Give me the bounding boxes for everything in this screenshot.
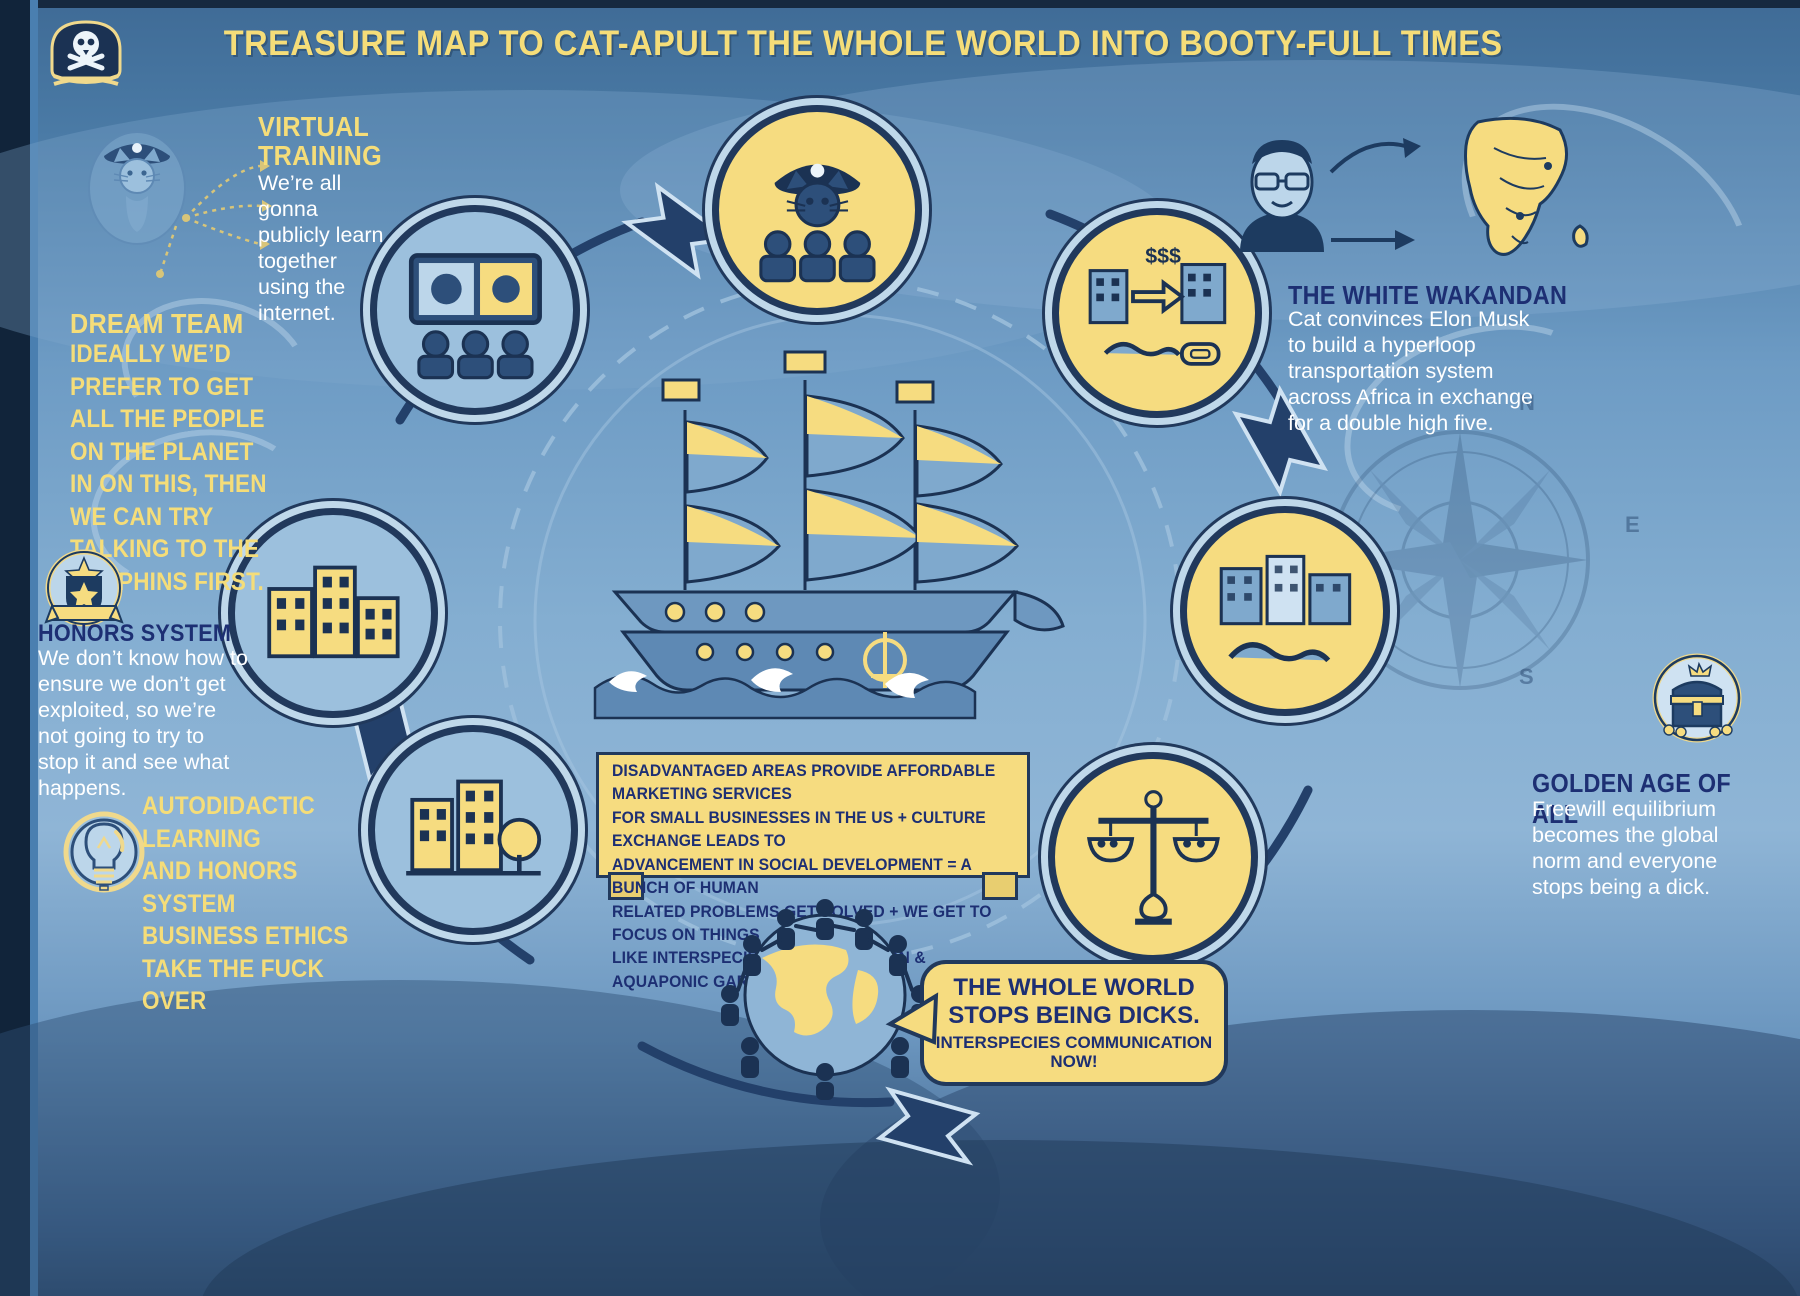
treasure-chest-icon bbox=[1649, 650, 1745, 746]
skull-crossbones-icon bbox=[40, 14, 132, 94]
dotted-connector-lines bbox=[156, 160, 272, 278]
bubble-line-2: STOPS BEING DICKS. bbox=[948, 1001, 1200, 1029]
node-city-blocks[interactable] bbox=[228, 508, 438, 718]
node-pirate-cat-crew[interactable] bbox=[712, 105, 922, 315]
node-balance-scales[interactable] bbox=[1048, 752, 1258, 962]
lightbulb-icon bbox=[60, 808, 148, 896]
compass-label-north: N bbox=[1519, 390, 1535, 415]
elon-musk-portrait-icon bbox=[1222, 122, 1342, 252]
svg-text:$$$: $$$ bbox=[1145, 244, 1181, 268]
banner-left-foot bbox=[608, 872, 644, 900]
honors-system-heading: HONORS SYSTEM bbox=[38, 620, 232, 647]
banner-line: RELATED PROBLEMS GET SOLVED + WE GET TO … bbox=[612, 902, 992, 944]
golden-age-heading: GOLDEN AGE OF ALL bbox=[1532, 768, 1731, 829]
golden-age-body: Freewill equilibrium becomes the global … bbox=[1532, 797, 1719, 899]
honors-system-body: We don’t know how to ensure we don’t get… bbox=[38, 646, 248, 800]
white-wakandan-body: Cat convinces Elon Musk to build a hyper… bbox=[1288, 307, 1533, 435]
dream-team-heading: DREAM TEAM bbox=[70, 308, 244, 339]
left-accent-bar bbox=[30, 0, 38, 1296]
virtual-training-heading: VIRTUAL TRAINING bbox=[258, 112, 382, 171]
node-video-call[interactable] bbox=[370, 205, 580, 415]
pirate-cat-portrait-icon bbox=[72, 118, 202, 248]
autodidactic-line-1: AUTODIDACTIC LEARNING bbox=[142, 792, 315, 853]
heading-line-1: VIRTUAL bbox=[258, 111, 370, 142]
banner-line: DISADVANTAGED AREAS PROVIDE AFFORDABLE M… bbox=[612, 762, 996, 804]
node-handshake-buildings[interactable] bbox=[1180, 506, 1390, 716]
balance-scales-icon bbox=[1086, 789, 1220, 925]
autodidactic-callout: AUTODIDACTIC LEARNING AND HONORS SYSTEM … bbox=[142, 790, 385, 1018]
dream-team-body: IDEALLY WE’D PREFER TO GET ALL THE PEOPL… bbox=[70, 340, 267, 596]
autodidactic-line-4: TAKE THE FUCK OVER bbox=[142, 954, 324, 1016]
node-city-growth[interactable] bbox=[368, 725, 578, 935]
virtual-training-body: We’re all gonna publicly learn together … bbox=[258, 171, 384, 325]
honors-shield-icon bbox=[42, 548, 126, 632]
banner-line: FOR SMALL BUSINESSES IN THE US + CULTURE… bbox=[612, 808, 986, 851]
handshake-buildings-icon bbox=[1219, 554, 1351, 662]
banner-line: ADVANCEMENT IN SOCIAL DEVELOPMENT = A BU… bbox=[612, 855, 972, 898]
left-edge-bar bbox=[0, 0, 30, 1296]
compass-label-east: E bbox=[1625, 512, 1640, 537]
bubble-line-3: INTERSPECIES COMMUNICATION NOW! bbox=[935, 1032, 1213, 1072]
pirate-cat-crew-icon bbox=[758, 163, 876, 282]
money-transfer-icon: $$$ bbox=[1088, 244, 1226, 366]
video-call-icon bbox=[408, 252, 542, 379]
elon-arrows bbox=[1329, 138, 1421, 250]
speech-bubble: THE WHOLE WORLD STOPS BEING DICKS. INTER… bbox=[920, 960, 1228, 1086]
page-title: TREASURE MAP TO CAT-APULT THE WHOLE WORL… bbox=[223, 24, 1503, 63]
autodidactic-line-3: BUSINESS ETHICS bbox=[142, 922, 349, 950]
autodidactic-line-2: AND HONORS SYSTEM bbox=[142, 857, 298, 918]
center-banner bbox=[596, 752, 1030, 878]
globe-with-people-icon bbox=[690, 870, 960, 1100]
banner-right-foot bbox=[982, 872, 1018, 900]
compass-rose-icon bbox=[1310, 410, 1610, 710]
top-edge-bar bbox=[0, 0, 1800, 8]
node-money-transfer[interactable]: $$$ bbox=[1052, 208, 1262, 418]
white-wakandan-heading: THE WHITE WAKANDAN bbox=[1288, 280, 1568, 310]
bubble-line-1: THE WHOLE WORLD bbox=[953, 973, 1195, 1001]
city-growth-icon bbox=[405, 779, 541, 876]
africa-map-icon bbox=[1442, 108, 1602, 288]
heading-line-2: TRAINING bbox=[258, 140, 382, 172]
pirate-ship-icon bbox=[555, 340, 1075, 740]
compass-label-south: S bbox=[1519, 664, 1534, 689]
speech-bubble-tail bbox=[885, 992, 939, 1045]
city-blocks-icon bbox=[266, 565, 400, 658]
